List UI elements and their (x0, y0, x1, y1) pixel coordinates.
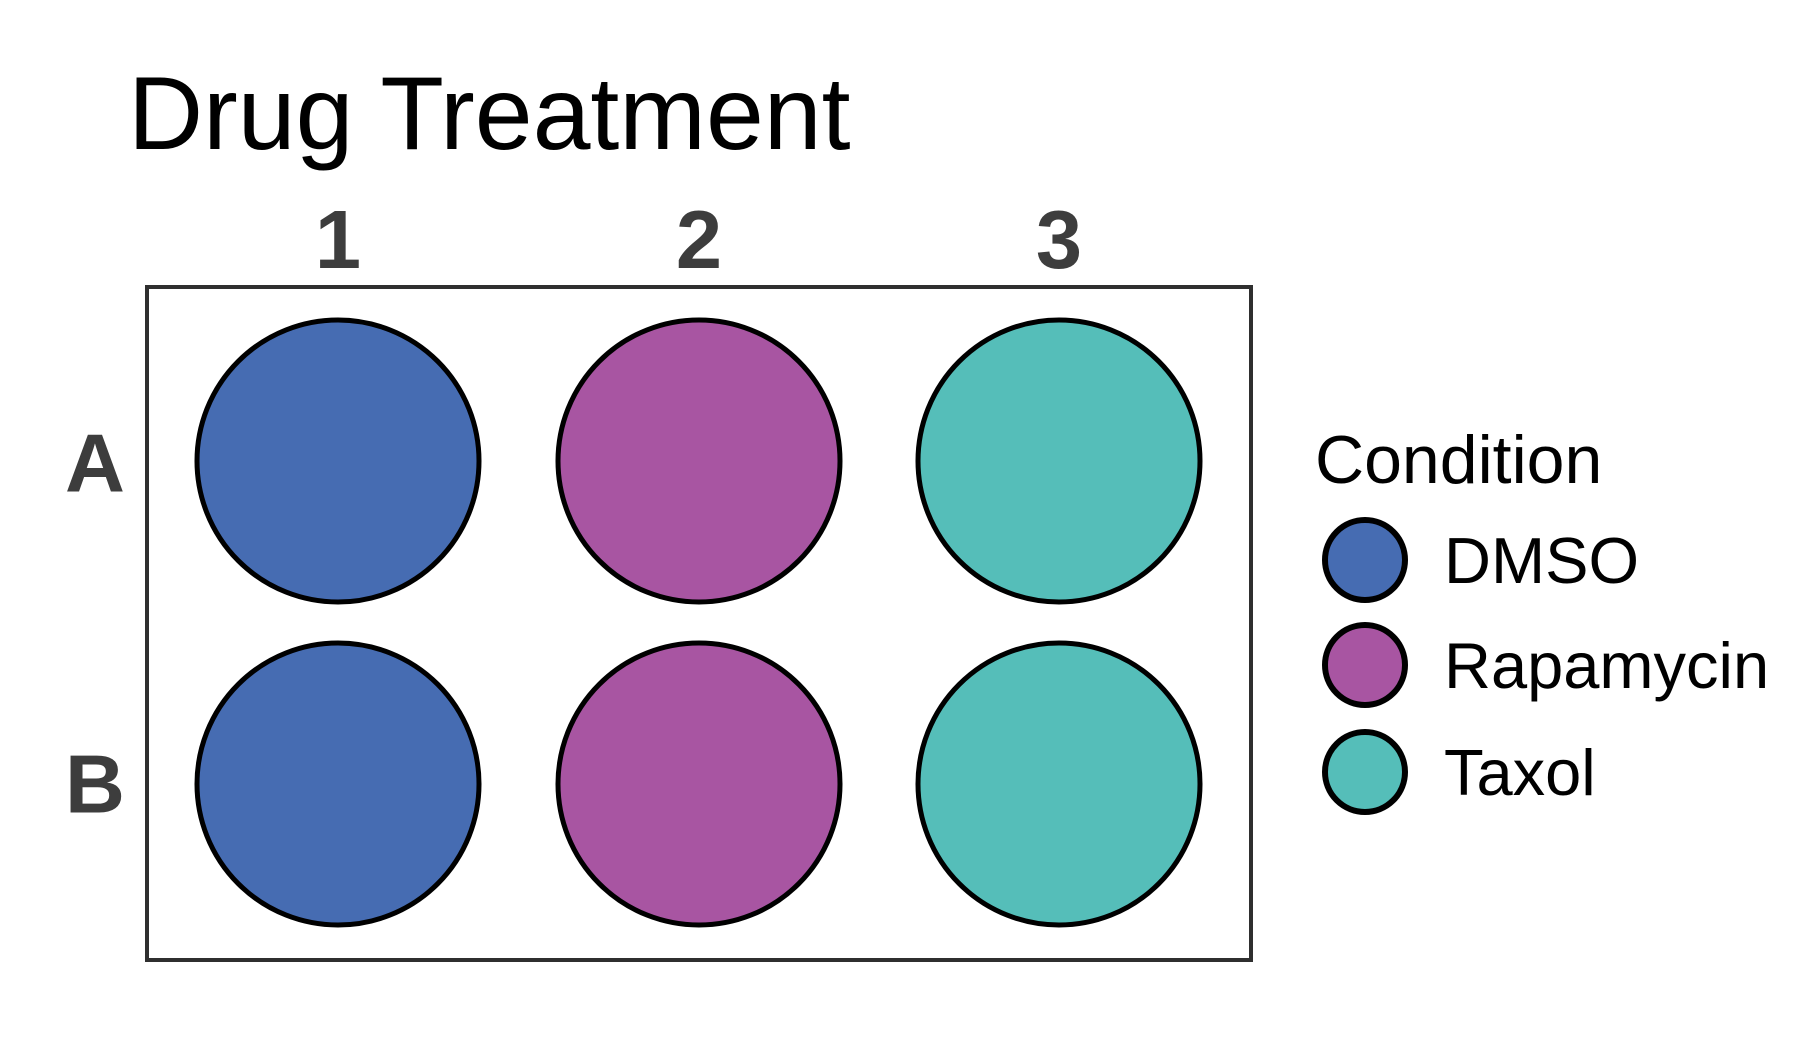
legend-item-rapamycin: Rapamycin (1322, 622, 1769, 708)
legend-item-dmso: DMSO (1322, 517, 1639, 603)
column-label-2: 2 (675, 193, 723, 286)
column-label-1: 1 (314, 193, 362, 286)
well-B1-dmso (194, 640, 482, 928)
legend-label-rapamycin: Rapamycin (1444, 628, 1770, 702)
well-B2-rapamycin (555, 640, 843, 928)
legend-title: Condition (1315, 422, 1603, 498)
legend-swatch-dmso-circle-icon (1322, 517, 1408, 603)
plate-outline (145, 285, 1253, 962)
well-A3-taxol (915, 317, 1203, 605)
well-B3-taxol (915, 640, 1203, 928)
legend-label-taxol: Taxol (1444, 735, 1596, 809)
legend-label-dmso: DMSO (1444, 523, 1639, 597)
figure-title: Drug Treatment (128, 56, 851, 172)
row-label-a: A (65, 416, 125, 510)
legend-swatch-taxol-circle-icon (1322, 729, 1408, 815)
row-label-b: B (65, 737, 125, 831)
well-A2-rapamycin (555, 317, 843, 605)
legend-item-taxol: Taxol (1322, 729, 1596, 815)
well-A1-dmso (194, 317, 482, 605)
column-label-3: 3 (1035, 193, 1083, 286)
legend-swatch-rapamycin-circle-icon (1322, 622, 1408, 708)
